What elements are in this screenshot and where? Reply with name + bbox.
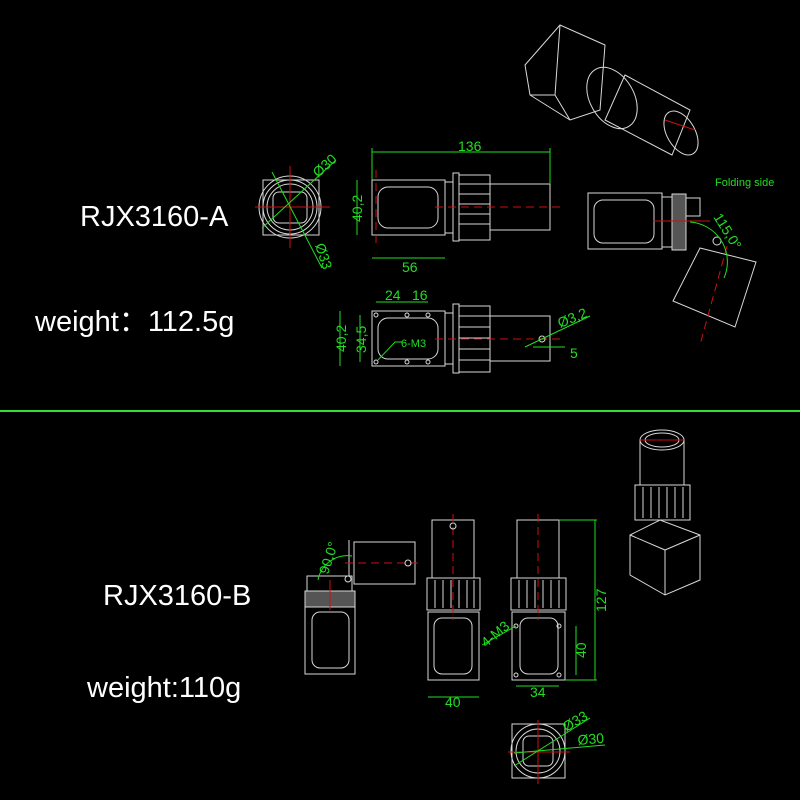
a-dim-pin-dia: Ø3,2 xyxy=(555,304,589,330)
b-dim-40-height: 40 xyxy=(573,642,589,658)
a-end-dia-33: Ø33 xyxy=(312,241,335,271)
section-b-weight: weight:110g xyxy=(86,672,241,704)
a-dim-24: 24 xyxy=(385,287,401,303)
b-dim-40-width: 40 xyxy=(445,694,461,710)
a-side-view: 136 40,2 56 xyxy=(349,138,560,275)
b-dim-127: 127 xyxy=(593,588,609,612)
b-front-view-2: 127 40 34 4-M3 xyxy=(478,514,609,700)
a-dim-5: 5 xyxy=(570,345,578,361)
b-label-4-m3: 4-M3 xyxy=(478,617,513,650)
a-folding-view: Folding side 115,0° xyxy=(587,177,774,346)
a-bottom-view: 24 16 40,2 34,5 6-M3 Ø3,2 5 xyxy=(333,287,591,374)
b-iso-view xyxy=(629,429,701,596)
a-dim-56: 56 xyxy=(402,259,418,275)
section-a-title: RJX3160-A xyxy=(80,201,229,233)
section-a-weight: weight：112.5g xyxy=(34,306,234,338)
b-end-dia-30: Ø30 xyxy=(577,730,605,748)
a-dim-40-2-bottom: 40,2 xyxy=(333,325,349,352)
a-label-6-m3: 6-M3 xyxy=(401,338,426,350)
b-front-view: 40 xyxy=(426,514,481,710)
a-dim-16: 16 xyxy=(412,287,428,303)
b-folded-view: 90,0° xyxy=(304,540,420,675)
a-dim-40-2: 40,2 xyxy=(349,195,365,222)
a-dim-136: 136 xyxy=(458,138,482,154)
a-end-view: Ø30 Ø33 xyxy=(255,150,340,271)
a-dim-34-5: 34,5 xyxy=(353,326,369,353)
a-iso-view xyxy=(524,24,699,156)
a-end-dia-30: Ø30 xyxy=(309,150,340,180)
a-folding-side-label: Folding side xyxy=(715,177,774,189)
a-angle-115: 115,0° xyxy=(710,210,745,252)
b-end-view: Ø33 Ø30 xyxy=(508,707,606,784)
section-b-title: RJX3160-B xyxy=(103,580,251,612)
b-dim-34: 34 xyxy=(530,684,546,700)
